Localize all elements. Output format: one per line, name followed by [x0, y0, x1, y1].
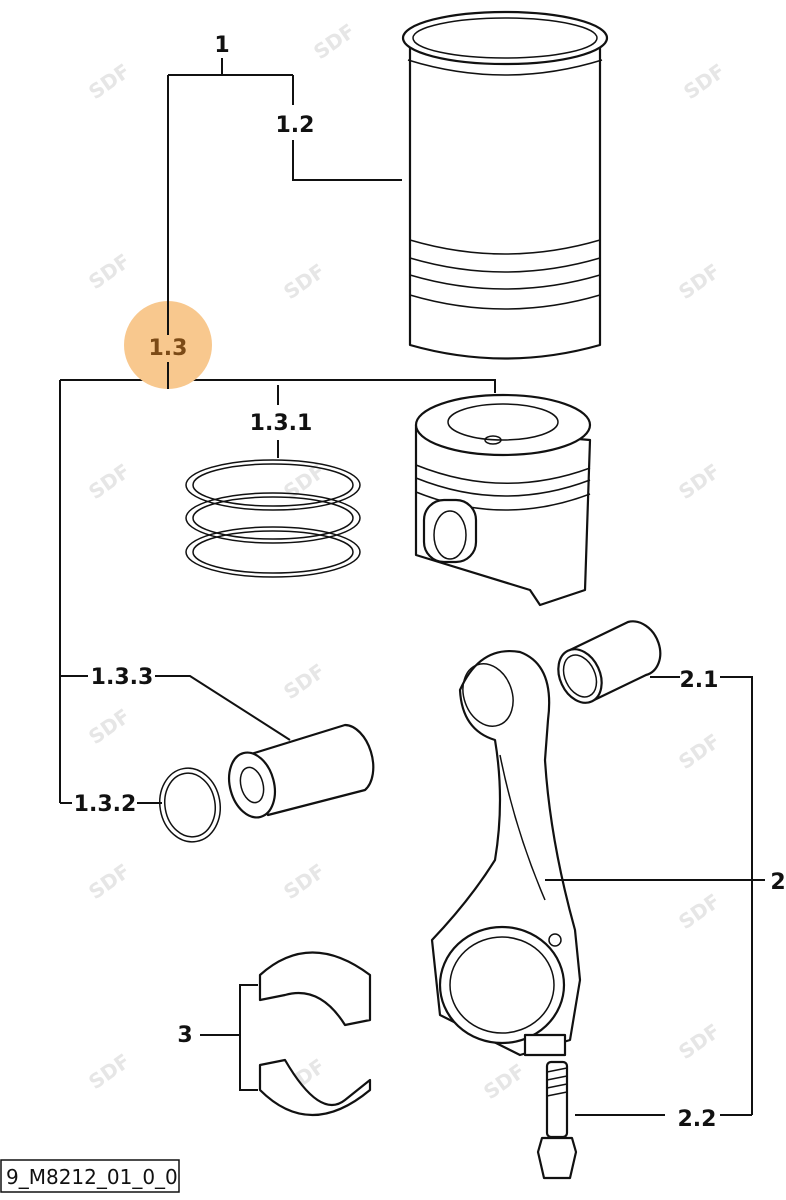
figure-code: 9_M8212_01_0_0	[6, 1165, 178, 1189]
callout-1-3-3[interactable]: 1.3.3	[91, 665, 154, 690]
watermark: SDF	[679, 59, 729, 104]
watermark: SDF	[84, 249, 134, 294]
watermark: SDF	[279, 859, 329, 904]
watermark: SDF	[674, 729, 724, 774]
watermark: SDF	[309, 19, 359, 64]
watermark: SDF	[84, 59, 134, 104]
callout-1-2[interactable]: 1.2	[276, 113, 315, 138]
callout-2[interactable]: 2	[770, 870, 785, 895]
callout-2-2[interactable]: 2.2	[678, 1107, 717, 1132]
small-end-bushing[interactable]	[550, 620, 662, 709]
watermark: SDF	[84, 704, 134, 749]
callout-1[interactable]: 1	[214, 33, 229, 58]
leader-lines	[59, 58, 765, 1116]
watermark: SDF	[674, 459, 724, 504]
piston-pin[interactable]	[222, 723, 375, 823]
watermark: SDF	[279, 659, 329, 704]
figure-code-box	[0, 1159, 180, 1193]
circlip[interactable]	[154, 763, 226, 846]
watermark: SDF	[279, 259, 329, 304]
cylinder-liner[interactable]	[401, 10, 609, 360]
piston[interactable]	[414, 393, 592, 607]
callout-1-3-1[interactable]: 1.3.1	[250, 411, 313, 436]
watermark-layer: SDF SDF SDF SDF SDF SDF SDF SDF SDF SDF SDF SDF SDF S…	[84, 19, 729, 1104]
watermark: SDF	[674, 259, 724, 304]
callout-3[interactable]: 3	[177, 1023, 192, 1048]
piston-rings[interactable]	[185, 459, 361, 578]
watermark: SDF	[674, 1019, 724, 1064]
watermark: SDF	[84, 459, 134, 504]
callout-2-1[interactable]: 2.1	[680, 668, 719, 693]
highlight-marker	[124, 301, 212, 389]
watermark: SDF	[84, 859, 134, 904]
watermark: SDF	[674, 889, 724, 934]
watermark: SDF	[479, 1059, 529, 1104]
watermark: SDF	[84, 1049, 134, 1094]
bearing-shells[interactable]	[258, 951, 372, 1117]
rod-bolt[interactable]	[536, 1060, 578, 1180]
connecting-rod[interactable]	[430, 650, 582, 1057]
callout-1-3[interactable]: 1.3	[149, 336, 188, 361]
callout-1-3-2[interactable]: 1.3.2	[74, 792, 137, 817]
